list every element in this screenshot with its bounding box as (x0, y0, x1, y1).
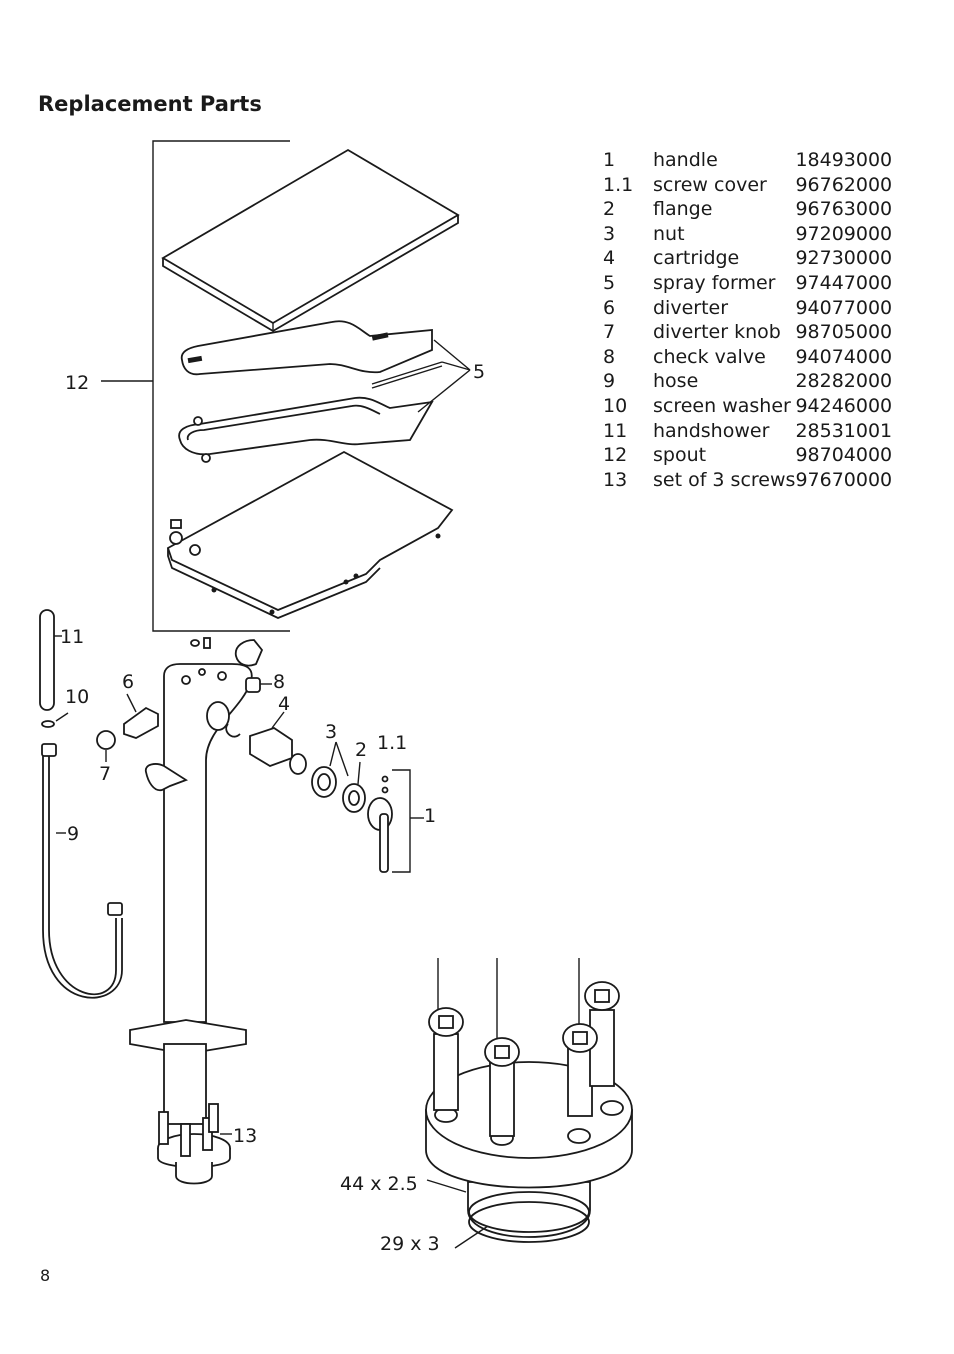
part-name: flange (653, 198, 713, 221)
part-name: spout (653, 444, 707, 467)
part-name: handshower (653, 419, 770, 442)
callout-11: 11 (60, 626, 84, 648)
part-code: 97447000 (795, 271, 893, 294)
part-code: 28282000 (795, 370, 893, 393)
parts-row: 7 diverter knob 98705000 (603, 320, 892, 345)
part-number: 4 (603, 247, 616, 270)
part-number: 11 (603, 419, 628, 442)
callout-4: 4 (278, 693, 290, 715)
callout-13: 13 (233, 1125, 257, 1147)
part-code: 18493000 (795, 149, 893, 171)
callout-9: 9 (67, 823, 79, 845)
parts-row: 1.1 screw cover 96762000 (603, 173, 892, 198)
callout-5: 5 (473, 361, 485, 383)
part-number: 1 (603, 149, 616, 171)
parts-row: 12 spout 98704000 (603, 443, 892, 468)
callout-2: 2 (355, 739, 367, 761)
part-name: screw cover (653, 173, 767, 196)
part-name: nut (653, 222, 685, 245)
part-number: 8 (603, 345, 616, 368)
part-name: set of 3 screws (653, 468, 796, 491)
part-number: 12 (603, 444, 628, 467)
dimension-29x3: 29 x 3 (380, 1233, 440, 1255)
callout-5-leaders (417, 339, 471, 413)
part-number: 10 (603, 394, 628, 417)
part-code: 98705000 (795, 321, 893, 344)
spout-group-bracket (101, 140, 290, 632)
part-code: 94077000 (795, 296, 893, 319)
part-name: handle (653, 149, 718, 171)
parts-row: 9 hose 28282000 (603, 369, 892, 394)
base-detail-enlarged (425, 958, 633, 1249)
part-number: 2 (603, 198, 616, 221)
part-number: 1.1 (603, 173, 634, 196)
spout-base-plate (166, 450, 454, 619)
part-code: 97670000 (795, 468, 893, 491)
part-code: 98704000 (795, 444, 893, 467)
hose (41, 743, 123, 999)
cartridge (225, 711, 307, 775)
diverter (123, 693, 159, 739)
dimension-44x2-5: 44 x 2.5 (340, 1173, 418, 1195)
part-code: 94246000 (795, 394, 893, 417)
page-title: Replacement Parts (38, 92, 262, 116)
spout-top-plate (161, 148, 460, 333)
parts-row: 2 flange 96763000 (603, 197, 892, 222)
part-number: 3 (603, 222, 616, 245)
part-name: check valve (653, 345, 766, 368)
nut (311, 741, 349, 798)
callout-12: 12 (65, 372, 89, 394)
part-number: 5 (603, 271, 616, 294)
parts-row: 6 diverter 94077000 (603, 296, 892, 321)
part-number: 13 (603, 468, 628, 491)
spray-former (180, 320, 443, 389)
page-number: 8 (40, 1266, 51, 1285)
callout-3: 3 (325, 721, 337, 743)
parts-row: 5 spray former 97447000 (603, 271, 892, 296)
part-code: 28531001 (795, 419, 893, 442)
part-code: 92730000 (795, 247, 893, 270)
part-code: 96762000 (795, 173, 893, 196)
screen-washer (41, 712, 69, 728)
flange (342, 761, 366, 813)
callout-10: 10 (65, 686, 89, 708)
part-code: 94074000 (795, 345, 893, 368)
spout-gasket (178, 396, 434, 463)
handle (367, 769, 424, 873)
part-name: hose (653, 370, 699, 393)
parts-row: 8 check valve 94074000 (603, 345, 892, 370)
parts-row: 1 handle 18493000 (603, 148, 892, 173)
part-number: 6 (603, 296, 616, 319)
part-name: diverter knob (653, 321, 781, 344)
callout-1-1: 1.1 (377, 732, 407, 754)
callout-1: 1 (424, 805, 436, 827)
part-name: cartridge (653, 247, 740, 270)
parts-row: 3 nut 97209000 (603, 222, 892, 247)
callout-8: 8 (273, 671, 285, 693)
part-name: spray former (653, 271, 776, 294)
part-number: 7 (603, 321, 616, 344)
base-screws (157, 1103, 232, 1185)
callout-7: 7 (99, 763, 111, 785)
part-name: diverter (653, 296, 729, 319)
diverter-knob (96, 730, 116, 762)
part-code: 97209000 (795, 222, 893, 245)
parts-list: 1 handle 18493000 1.1 screw cover 96762000 2 fl… (603, 148, 892, 492)
check-valve (190, 637, 272, 693)
part-name: screen washer (653, 394, 791, 417)
callout-6: 6 (122, 671, 134, 693)
part-number: 9 (603, 370, 616, 393)
parts-row: 11 handshower 28531001 (603, 419, 892, 444)
handshower-holder (144, 763, 189, 792)
part-code: 96763000 (795, 198, 893, 221)
parts-row: 4 cartridge 92730000 (603, 246, 892, 271)
mixer-column (129, 663, 253, 1125)
handshower (39, 609, 62, 711)
